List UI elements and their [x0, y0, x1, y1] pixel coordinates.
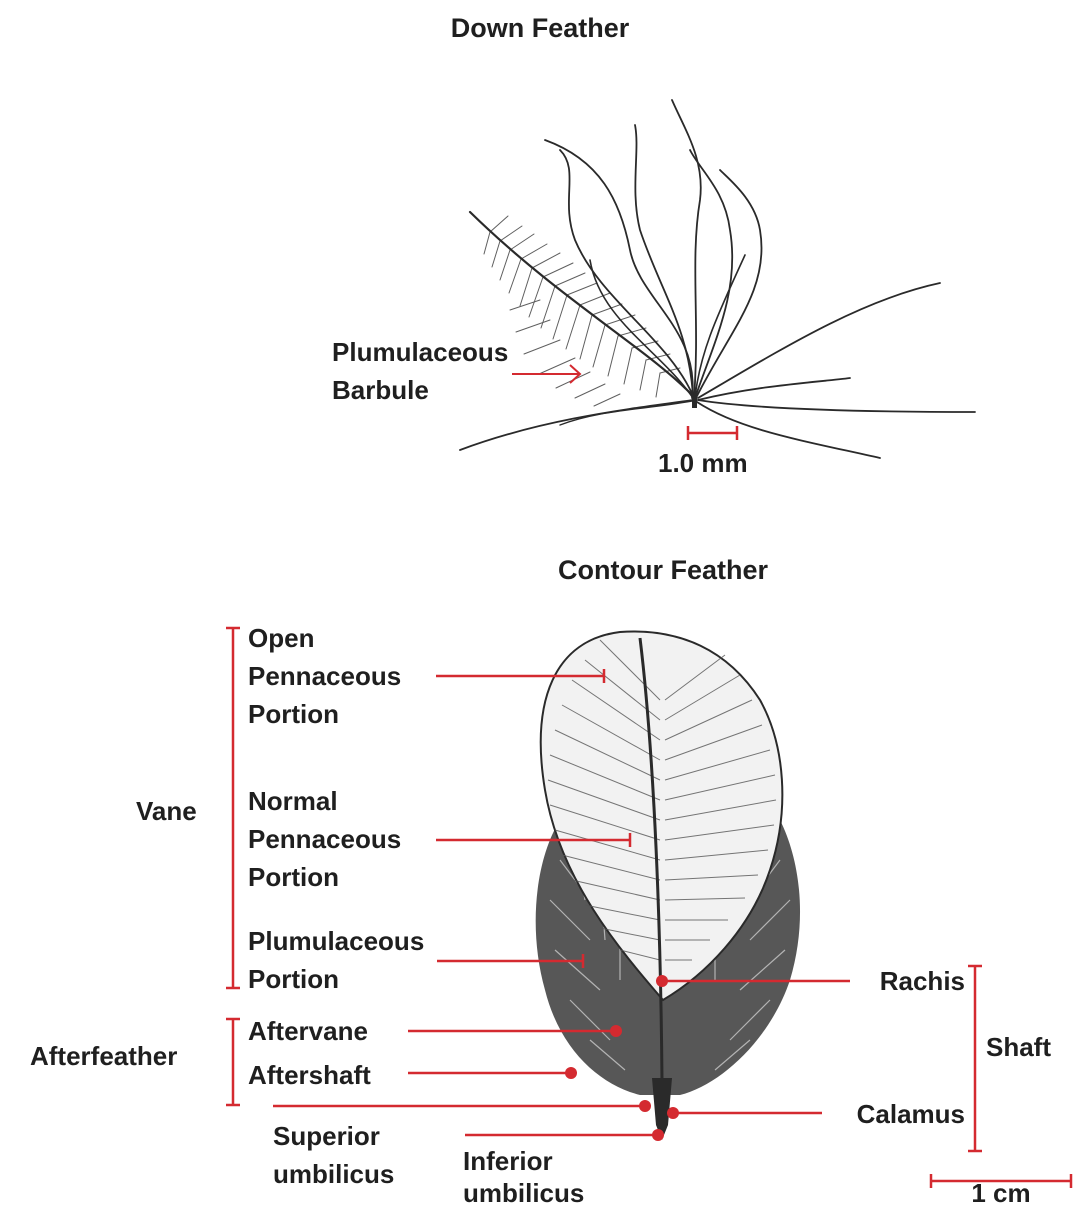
superior-umbilicus-label-line-1: Superior [273, 1120, 380, 1152]
down-scale-bar [688, 426, 737, 440]
down-scale-label: 1.0 mm [658, 447, 748, 479]
aftervane-label: Aftervane [248, 1015, 368, 1047]
barbule-arrow [512, 365, 580, 383]
rachis-label: Rachis [780, 965, 965, 997]
plumulaceous-portion-label-line-1: Plumulaceous [248, 925, 424, 957]
calamus-label: Calamus [780, 1098, 965, 1130]
vane-label: Vane [136, 795, 197, 827]
open-pennaceous-label-line-1: Open [248, 622, 314, 654]
down-barbules [484, 216, 680, 406]
down-feather-drawing [460, 100, 975, 458]
open-pennaceous-label-line-3: Portion [248, 698, 339, 730]
superior-umbilicus-label-line-2: umbilicus [273, 1158, 394, 1190]
contour-feather-drawing [536, 632, 800, 1140]
inferior-umbilicus-label-line-1: Inferior [463, 1145, 553, 1177]
plumulaceous-barbule-label-line-2: Barbule [332, 374, 429, 406]
aftershaft-label: Aftershaft [248, 1059, 371, 1091]
normal-pennaceous-label-line-3: Portion [248, 861, 339, 893]
contour-feather-title: Contour Feather [523, 554, 803, 586]
shaft-label: Shaft [986, 1031, 1051, 1063]
plumulaceous-barbule-label-line-1: Plumulaceous [332, 336, 508, 368]
normal-pennaceous-label-line-2: Pennaceous [248, 823, 401, 855]
open-pennaceous-label-line-2: Pennaceous [248, 660, 401, 692]
plumulaceous-portion-label-line-2: Portion [248, 963, 339, 995]
inferior-umbilicus-label-line-2: umbilicus [463, 1177, 584, 1209]
afterfeather-label: Afterfeather [30, 1040, 177, 1072]
normal-pennaceous-label-line-1: Normal [248, 785, 338, 817]
contour-scale-label: 1 cm [951, 1177, 1051, 1209]
down-feather-title: Down Feather [415, 12, 665, 44]
